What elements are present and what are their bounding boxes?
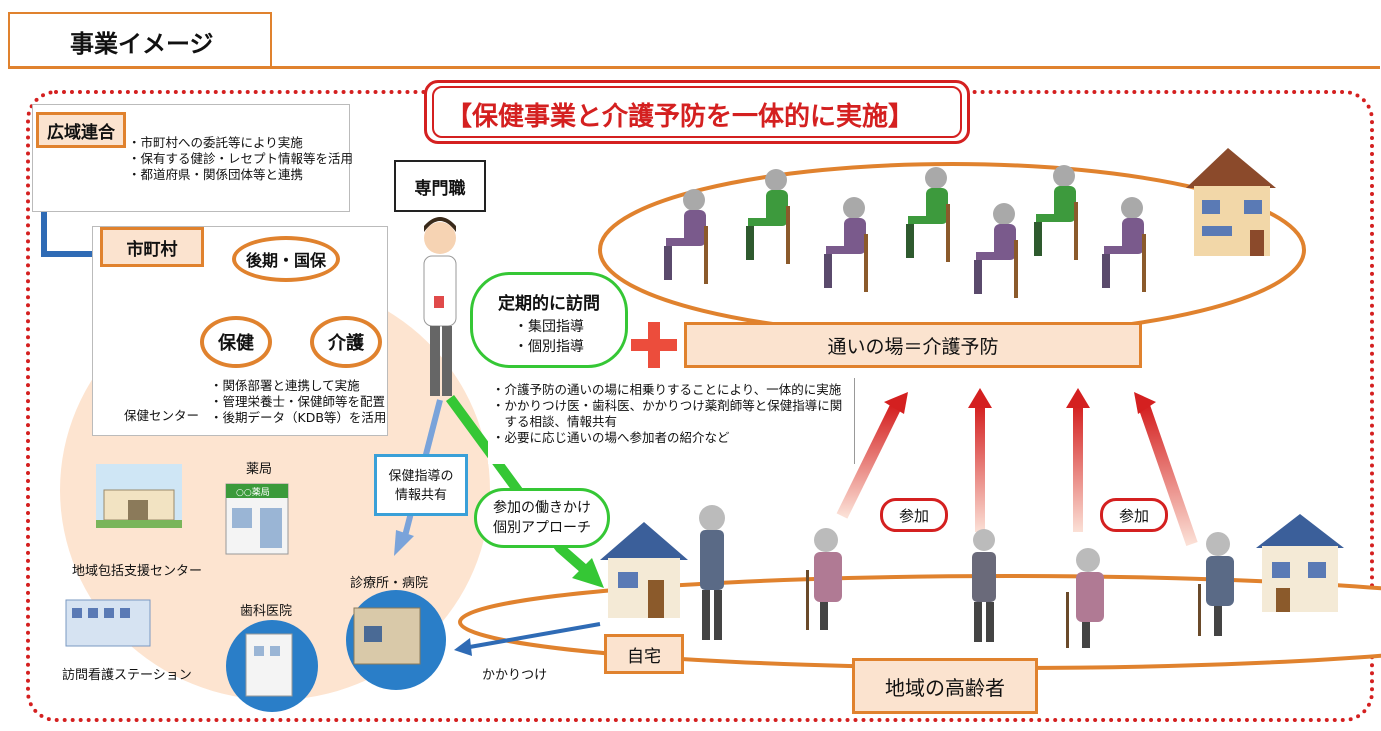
kayoi-label: 通いの場＝介護予防 <box>684 322 1142 368</box>
joho-kyoyu-box: 保健指導の 情報共有 <box>374 454 468 516</box>
koreisha-label: 地域の高齢者 <box>852 658 1038 714</box>
shichoson-label: 市町村 <box>100 227 204 267</box>
teiki-title: 定期的に訪問 <box>498 294 600 314</box>
header-tab <box>8 12 272 66</box>
clinic-hospital-icon <box>346 590 446 690</box>
middle-note: する相談、情報共有 <box>492 414 618 429</box>
seated-elderly-group <box>664 165 1146 298</box>
shichoson-note: ・関係部署と連携して実施 <box>210 378 360 393</box>
sanka-arrows <box>836 388 1198 546</box>
hoken-oval: 保健 <box>200 316 272 368</box>
kouiki-note: ・市町村への委託等により実施 <box>128 135 303 150</box>
community-house-icon <box>1186 148 1276 256</box>
sanka-badge: 参加 <box>880 498 948 532</box>
shika-label: 歯科医院 <box>240 604 293 619</box>
elderly-man-standing <box>699 505 725 640</box>
middle-note: ・介護予防の通いの場に相乗りすることにより、一体的に実施 <box>492 382 842 397</box>
shichoson-notes: ・関係部署と連携して実施 ・管理栄養士・保健師等を配置 ・後期データ（KDB等）… <box>210 378 386 426</box>
green-arrow <box>445 395 596 580</box>
houmon-building-icon <box>65 599 151 647</box>
health-center-label: 保健センター <box>124 408 200 423</box>
sanka-badge: 参加 <box>1100 498 1168 532</box>
pharmacy-building-icon <box>225 483 289 555</box>
kouki-kokuho-oval: 後期・国保 <box>232 236 340 282</box>
yakkyoku-label: 薬局 <box>246 462 273 477</box>
middle-note: ・かかりつけ医・歯科医、かかりつけ薬剤師等と保健指導に関 <box>492 398 843 413</box>
header-rule <box>8 66 1380 69</box>
houkatsu-building-icon <box>96 464 182 528</box>
middle-note: ・必要に応じ通いの場へ参加者の紹介など <box>492 430 730 445</box>
joho-kyoyu-line: 情報共有 <box>394 488 447 503</box>
pharmacy-store-sign: ○○薬局 <box>236 488 270 498</box>
houmon-label: 訪問看護ステーション <box>62 668 192 683</box>
joho-kyoyu-line: 保健指導の <box>388 469 454 484</box>
plus-icon <box>631 322 677 368</box>
home-house-icon <box>600 522 688 618</box>
kouiki-notes: ・市町村への委託等により実施 ・保有する健診・レセプト情報等を活用 ・都道府県・… <box>128 135 353 183</box>
blue-connector-arrow <box>41 208 96 257</box>
elderly-man-cane-right <box>1198 532 1234 636</box>
jitaku-label: 自宅 <box>604 634 684 674</box>
kakaritsuke-label: かかりつけ <box>482 668 548 683</box>
teiki-item: ・個別指導 <box>514 339 584 355</box>
banner <box>424 80 970 144</box>
middle-notes-panel <box>488 378 855 464</box>
nurse-icon <box>423 217 457 396</box>
kakaritsuke-arrow <box>463 622 601 650</box>
hatarakikake-line: 個別アプローチ <box>493 520 591 536</box>
kouiki-label: 広域連合 <box>36 112 126 148</box>
home-ellipse <box>458 574 1381 670</box>
senmonshoku-box: 専門職 <box>394 160 486 212</box>
teiki-item: ・集団指導 <box>514 319 584 335</box>
banner-inner <box>432 86 962 138</box>
page-title: 事業イメージ <box>70 30 214 58</box>
hatarakikake-box: 参加の働きかけ 個別アプローチ <box>474 488 610 548</box>
shichoson-note: ・管理栄養士・保健師等を配置 <box>210 394 386 409</box>
right-house-icon <box>1256 514 1344 612</box>
kouiki-note: ・保有する健診・レセプト情報等を活用 <box>128 151 354 166</box>
elderly-woman-cane-1 <box>806 528 842 630</box>
shichoson-note: ・後期データ（KDB等）を活用 <box>210 410 387 425</box>
elderly-man-center <box>972 529 996 642</box>
elderly-woman-cane-2 <box>1066 548 1104 648</box>
shinryojo-label: 診療所・病院 <box>350 576 429 591</box>
middle-notes: ・介護予防の通いの場に相乗りすることにより、一体的に実施 ・かかりつけ医・歯科医… <box>492 382 842 446</box>
hatarakikake-line: 参加の働きかけ <box>493 500 591 516</box>
banner-title: 【保健事業と介護予防を一体的に実施】 <box>446 102 915 132</box>
kouiki-note: ・都道府県・関係団体等と連携 <box>128 167 304 182</box>
teiki-box: 定期的に訪問 ・集団指導 ・個別指導 <box>470 272 628 368</box>
dental-clinic-icon <box>226 620 318 712</box>
houkatsu-label: 地域包括支援センター <box>72 564 203 579</box>
kaigo-oval: 介護 <box>310 316 382 368</box>
